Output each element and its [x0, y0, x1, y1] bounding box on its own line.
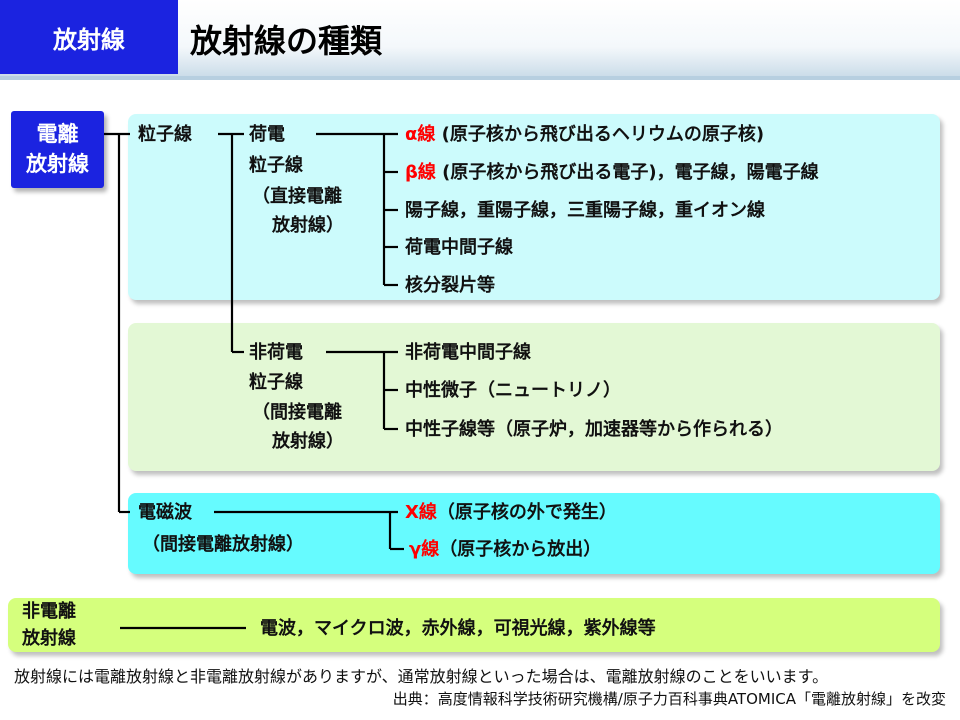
- source-citation: 出典：高度情報科学技術研究機構/原子力百科事典ATOMICA「電離放射線」を改変: [392, 690, 946, 708]
- non-ionizing-items: 電波，マイクロ波，赤外線，可視光線，紫外線等: [260, 618, 656, 639]
- charged-item-fission: 核分裂片等: [405, 275, 495, 296]
- em-wave-label: 電磁波: [138, 502, 192, 523]
- xray-symbol: X線: [405, 502, 437, 523]
- beta-desc: (原子核から飛び出る電子)，電子線，陽電子線: [442, 162, 819, 183]
- em-item-xray: X線（原子核の外で発生）: [405, 500, 617, 525]
- non-ionizing-label-line2: 放射線: [22, 628, 76, 649]
- charged-item-meson: 荷電中間子線: [405, 237, 513, 258]
- em-item-gamma: γ線（原子核から放出）: [409, 537, 601, 562]
- non-ionizing-label-line1: 非電離: [22, 601, 76, 622]
- section-tag-label: 放射線: [53, 25, 125, 54]
- uncharged-item-neutron: 中性子線等（原子炉，加速器等から作られる）: [405, 419, 783, 440]
- non-ionizing-box: [8, 598, 940, 652]
- footer-note: 放射線には電離放射線と非電離放射線がありますが、通常放射線といった場合は、電離放…: [14, 667, 829, 686]
- ionizing-radiation-tag: 電離 放射線: [11, 111, 104, 188]
- charged-label-line4: 放射線）: [272, 215, 344, 236]
- em-wave-box: [128, 493, 940, 574]
- charged-label-line2: 粒子線: [249, 155, 303, 176]
- uncharged-label-line3: （間接電離: [252, 402, 342, 423]
- page-title: 放射線の種類: [190, 22, 383, 60]
- charged-label-line3: （直接電離: [252, 186, 342, 207]
- uncharged-label-line1: 非荷電: [249, 342, 303, 363]
- gamma-desc: （原子核から放出）: [439, 539, 602, 560]
- beta-symbol: β線: [405, 162, 436, 183]
- gamma-symbol: γ線: [409, 539, 440, 560]
- uncharged-label-line2: 粒子線: [249, 372, 303, 393]
- header-divider: [0, 76, 960, 80]
- em-wave-sublabel: （間接電離放射線）: [142, 534, 304, 555]
- uncharged-particle-box: [128, 323, 940, 471]
- particle-radiation-label: 粒子線: [138, 124, 192, 145]
- ionizing-label-line1: 電離: [36, 122, 79, 146]
- section-tag: 放射線: [0, 0, 178, 74]
- charged-item-beta: β線 (原子核から飛び出る電子)，電子線，陽電子線: [405, 160, 819, 185]
- alpha-symbol: α線: [405, 124, 436, 145]
- uncharged-label-line4: 放射線）: [272, 431, 344, 452]
- charged-item-alpha: α線 (原子核から飛び出るヘリウムの原子核): [405, 122, 764, 147]
- xray-desc: （原子核の外で発生）: [436, 502, 617, 523]
- ionizing-label-line2: 放射線: [26, 152, 89, 176]
- alpha-desc: (原子核から飛び出るヘリウムの原子核): [441, 124, 765, 145]
- uncharged-item-neutrino: 中性微子（ニュートリノ）: [405, 380, 621, 401]
- charged-particle-box: [128, 114, 940, 300]
- charged-item-proton: 陽子線，重陽子線，三重陽子線，重イオン線: [405, 200, 765, 221]
- uncharged-item-meson: 非荷電中間子線: [405, 342, 531, 363]
- charged-label-line1: 荷電: [249, 124, 285, 145]
